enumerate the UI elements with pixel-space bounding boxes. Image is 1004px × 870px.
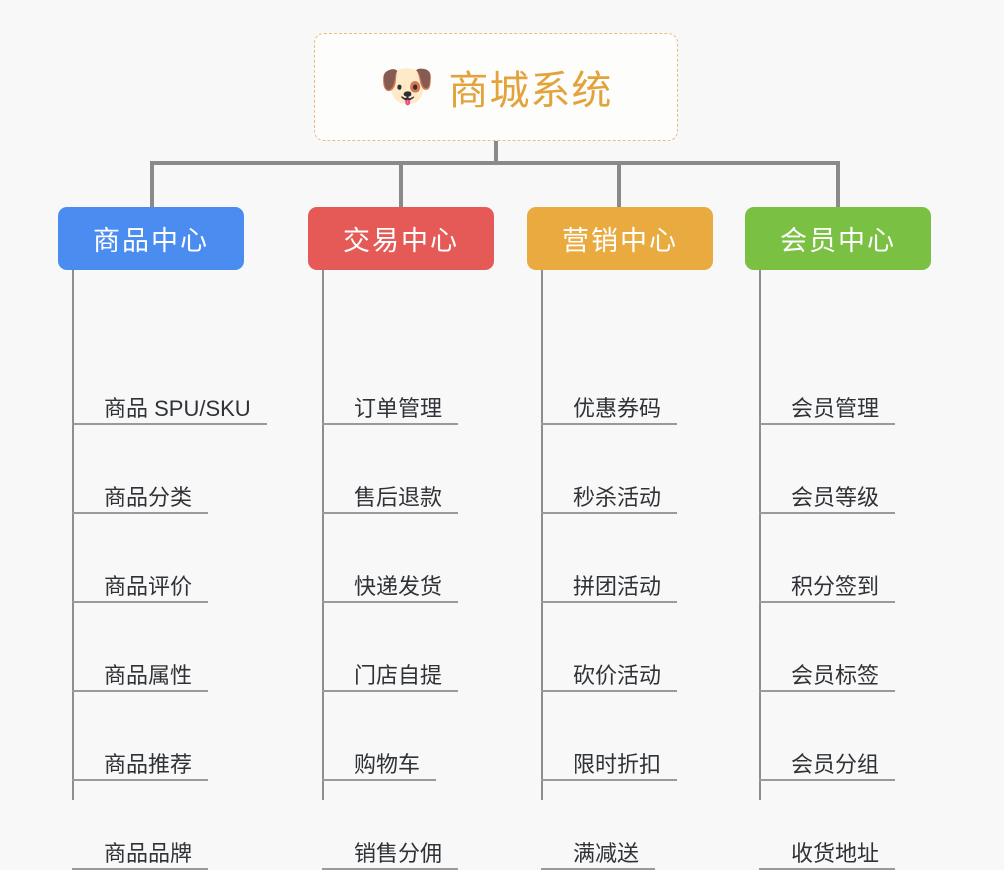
connector-drop-4 xyxy=(836,161,840,209)
list-item[interactable]: 商品品牌 xyxy=(72,832,209,870)
leaf-label: 会员分组 xyxy=(791,751,880,777)
branch-column-4: 会员中心 会员管理 会员等级 积分签到 会员标签 会员分组 收货地址 xyxy=(745,207,931,870)
branch-header-4[interactable]: 会员中心 xyxy=(745,207,931,270)
list-item[interactable]: 商品评价 xyxy=(72,565,209,603)
leaf-label: 商品属性 xyxy=(104,662,193,688)
page-title: 商城系统 xyxy=(448,69,613,113)
list-item[interactable]: 售后退款 xyxy=(322,476,459,514)
branch-header-label-3: 营销中心 xyxy=(562,226,678,256)
leaf-label: 快递发货 xyxy=(354,573,443,599)
leaf-label: 商品分类 xyxy=(104,484,193,510)
list-item[interactable]: 满减送 xyxy=(541,832,656,870)
leaf-label: 商品评价 xyxy=(104,573,193,599)
connector-drop-1 xyxy=(150,161,154,209)
branch-header-1[interactable]: 商品中心 xyxy=(58,207,244,270)
leaf-label: 会员标签 xyxy=(791,662,880,688)
leaf-label: 砍价活动 xyxy=(573,662,662,688)
list-item[interactable]: 快递发货 xyxy=(322,565,459,603)
leaf-label: 售后退款 xyxy=(354,484,443,510)
branch-trunk-1 xyxy=(72,270,74,800)
list-item[interactable]: 会员管理 xyxy=(759,387,896,425)
list-item[interactable]: 秒杀活动 xyxy=(541,476,678,514)
list-item[interactable]: 会员标签 xyxy=(759,654,896,692)
list-item[interactable]: 销售分佣 xyxy=(322,832,459,870)
branch-header-label-1: 商品中心 xyxy=(93,226,209,256)
leaf-label: 秒杀活动 xyxy=(573,484,662,510)
list-item[interactable]: 积分签到 xyxy=(759,565,896,603)
leaf-label: 积分签到 xyxy=(791,573,880,599)
list-item[interactable]: 拼团活动 xyxy=(541,565,678,603)
list-item[interactable]: 收货地址 xyxy=(759,832,896,870)
list-item[interactable]: 会员等级 xyxy=(759,476,896,514)
leaf-label: 销售分佣 xyxy=(354,840,443,866)
connector-drop-2 xyxy=(399,161,403,209)
leaf-label: 拼团活动 xyxy=(573,573,662,599)
list-item[interactable]: 商品 SPU/SKU xyxy=(72,387,267,425)
connector-horizontal-bus xyxy=(150,161,840,165)
list-item[interactable]: 商品分类 xyxy=(72,476,209,514)
branch-column-3: 营销中心 优惠券码 秒杀活动 拼团活动 砍价活动 限时折扣 满减送 xyxy=(527,207,713,870)
leaf-label: 会员管理 xyxy=(791,395,880,421)
branch-trunk-2 xyxy=(322,270,324,800)
branch-header-label-2: 交易中心 xyxy=(343,226,459,256)
connector-drop-3 xyxy=(617,161,621,209)
root-node[interactable]: 🐶 商城系统 xyxy=(314,33,678,141)
branch-trunk-4 xyxy=(759,270,761,800)
list-item[interactable]: 订单管理 xyxy=(322,387,459,425)
connector-root-stem xyxy=(494,141,498,165)
leaf-label: 门店自提 xyxy=(354,662,443,688)
leaf-label: 限时折扣 xyxy=(573,751,662,777)
list-item[interactable]: 砍价活动 xyxy=(541,654,678,692)
branch-column-2: 交易中心 订单管理 售后退款 快递发货 门店自提 购物车 销售分佣 xyxy=(308,207,494,870)
leaf-label: 满减送 xyxy=(573,840,640,866)
branch-trunk-3 xyxy=(541,270,543,800)
leaf-label: 商品品牌 xyxy=(104,840,193,866)
branch-header-3[interactable]: 营销中心 xyxy=(527,207,713,270)
list-item[interactable]: 商品推荐 xyxy=(72,743,209,781)
branch-header-label-4: 会员中心 xyxy=(780,226,896,256)
list-item[interactable]: 会员分组 xyxy=(759,743,896,781)
leaf-label: 订单管理 xyxy=(354,395,443,421)
shiba-dog-face-icon: 🐶 xyxy=(379,62,435,111)
mindmap-canvas: 🐶 商城系统 商品中心 商品 SPU/SKU 商品分类 商品评价 商品属性 商品… xyxy=(58,33,931,870)
leaf-label: 购物车 xyxy=(354,751,421,777)
leaf-label: 优惠券码 xyxy=(573,395,662,421)
leaf-label: 商品推荐 xyxy=(104,751,193,777)
branch-column-1: 商品中心 商品 SPU/SKU 商品分类 商品评价 商品属性 商品推荐 商品品牌 xyxy=(58,207,267,870)
leaf-label: 收货地址 xyxy=(791,840,880,866)
list-item[interactable]: 限时折扣 xyxy=(541,743,678,781)
leaf-label: 商品 SPU/SKU xyxy=(104,395,251,421)
list-item[interactable]: 商品属性 xyxy=(72,654,209,692)
list-item[interactable]: 门店自提 xyxy=(322,654,459,692)
leaf-label: 会员等级 xyxy=(791,484,880,510)
branch-header-2[interactable]: 交易中心 xyxy=(308,207,494,270)
list-item[interactable]: 优惠券码 xyxy=(541,387,678,425)
list-item[interactable]: 购物车 xyxy=(322,743,437,781)
